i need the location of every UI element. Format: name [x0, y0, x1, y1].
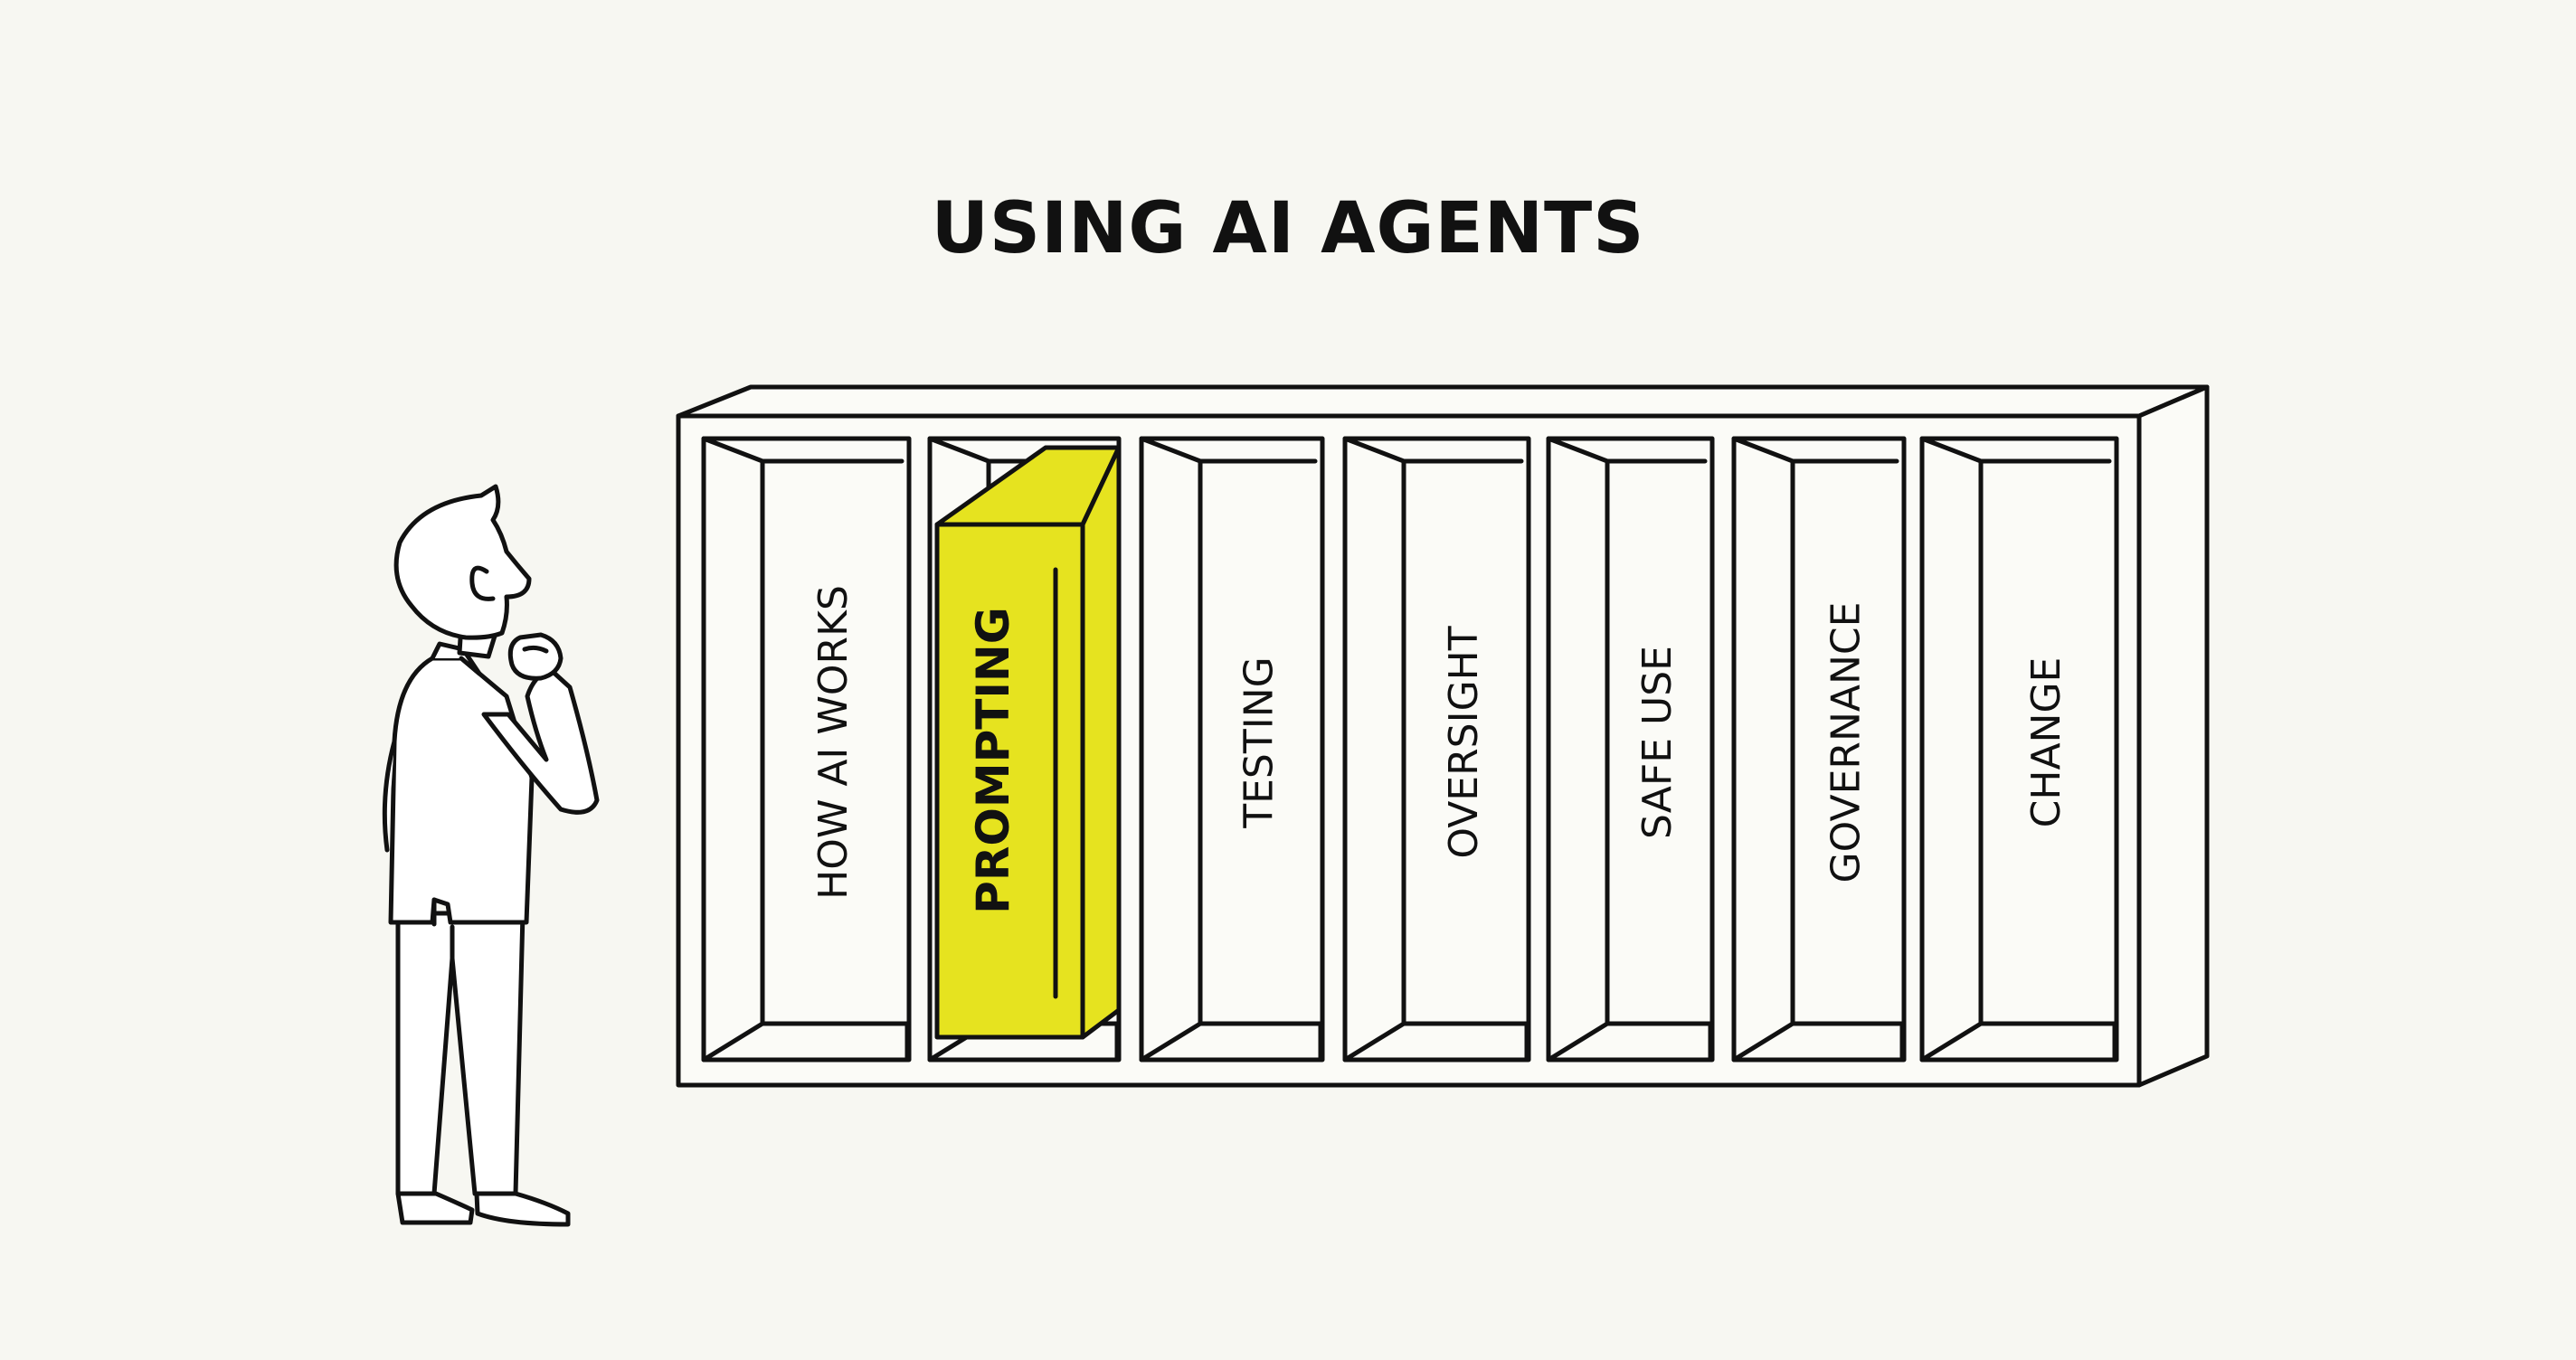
book-spine-label: SAFE USE — [1634, 646, 1681, 839]
thinking-person-figure — [382, 484, 600, 1227]
book-spine-label: PROMPTING — [967, 607, 1019, 914]
book-spine-label: TESTING — [1236, 656, 1283, 828]
shelf-compartments: HOW AI WORKS PROMPTING TESTING OVERSIGHT SAF… — [701, 436, 2119, 1062]
book-spine-label: CHANGE — [2023, 657, 2069, 828]
book-spine-label: OVERSIGHT — [1441, 626, 1487, 858]
book-spine-label: HOW AI WORKS — [810, 585, 857, 900]
diagram-title: USING AI AGENTS — [931, 188, 1645, 269]
book-spine-label: GOVERNANCE — [1823, 602, 1870, 883]
